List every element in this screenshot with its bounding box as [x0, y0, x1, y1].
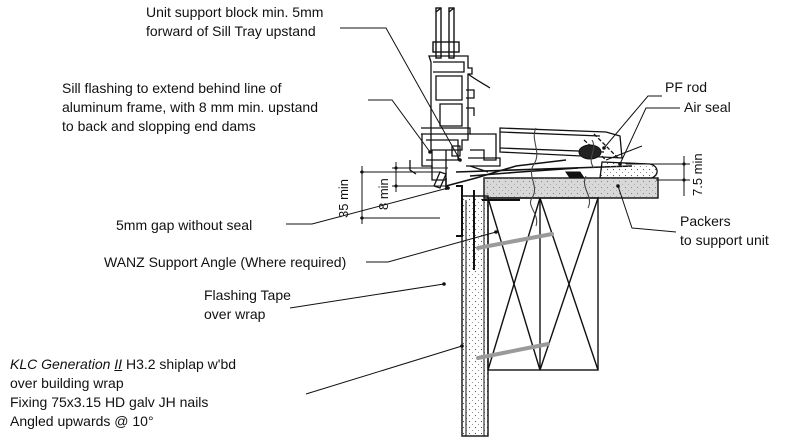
leader-lines: [286, 27, 680, 395]
sill-glass: [499, 127, 623, 161]
building-wrap: [530, 127, 595, 227]
label-line: to support unit: [680, 232, 769, 248]
label-klc: KLC Generation II H3.2 shiplap w'bd over…: [10, 355, 236, 431]
pf-rod-air-seal: [578, 144, 658, 179]
label-klc-line1: KLC Generation II H3.2 shiplap w'bd: [10, 355, 236, 374]
weatherboard-cladding: [461, 195, 489, 437]
label-pf-rod: PF rod: [665, 79, 708, 95]
dimension-7-5-min: 7.5 min: [690, 153, 705, 196]
label-line: Sill flashing to extend behind line of: [62, 80, 282, 96]
label-wanz: WANZ Support Angle (Where required): [104, 254, 347, 270]
klc-spec: H3.2 shiplap w'bd: [122, 356, 237, 372]
label-line: Fixing 75x3.15 HD galv JH nails: [10, 394, 209, 410]
packers: [469, 165, 585, 179]
timber-framing: [487, 197, 599, 371]
dimension-8-min: 8 min: [376, 178, 391, 210]
label-sill-flashing: Sill flashing to extend behind line of a…: [62, 79, 318, 136]
label-flashing-tape: Flashing Tape over wrap: [204, 286, 291, 324]
label-air-seal: Air seal: [684, 99, 731, 115]
dimension-ticks: [360, 162, 686, 220]
label-packers: Packers to support unit: [680, 212, 769, 250]
label-line: to back and slopping end dams: [62, 118, 256, 134]
nails: [476, 232, 554, 360]
label-line: Flashing Tape: [204, 287, 291, 303]
label-gap: 5mm gap without seal: [116, 217, 253, 233]
label-line: over wrap: [204, 306, 266, 322]
concrete-slab: [483, 177, 659, 199]
label-line: aluminum frame, with 8 mm min. upstand: [62, 99, 318, 115]
glazing-unit: [432, 7, 460, 59]
leader-arrows: [428, 146, 622, 348]
label-line: forward of Sill Tray upstand: [146, 23, 316, 39]
label-line: Packers: [680, 213, 731, 229]
klc-roman: II: [114, 356, 123, 372]
klc-brand: KLC Generation: [10, 356, 115, 372]
label-unit-support: Unit support block min. 5mm forward of S…: [146, 3, 323, 41]
label-line: over building wrap: [10, 375, 124, 391]
dimension-35-min: 35 min: [336, 178, 351, 218]
label-line: Angled upwards @ 10°: [10, 413, 154, 429]
label-line: Unit support block min. 5mm: [146, 4, 324, 20]
